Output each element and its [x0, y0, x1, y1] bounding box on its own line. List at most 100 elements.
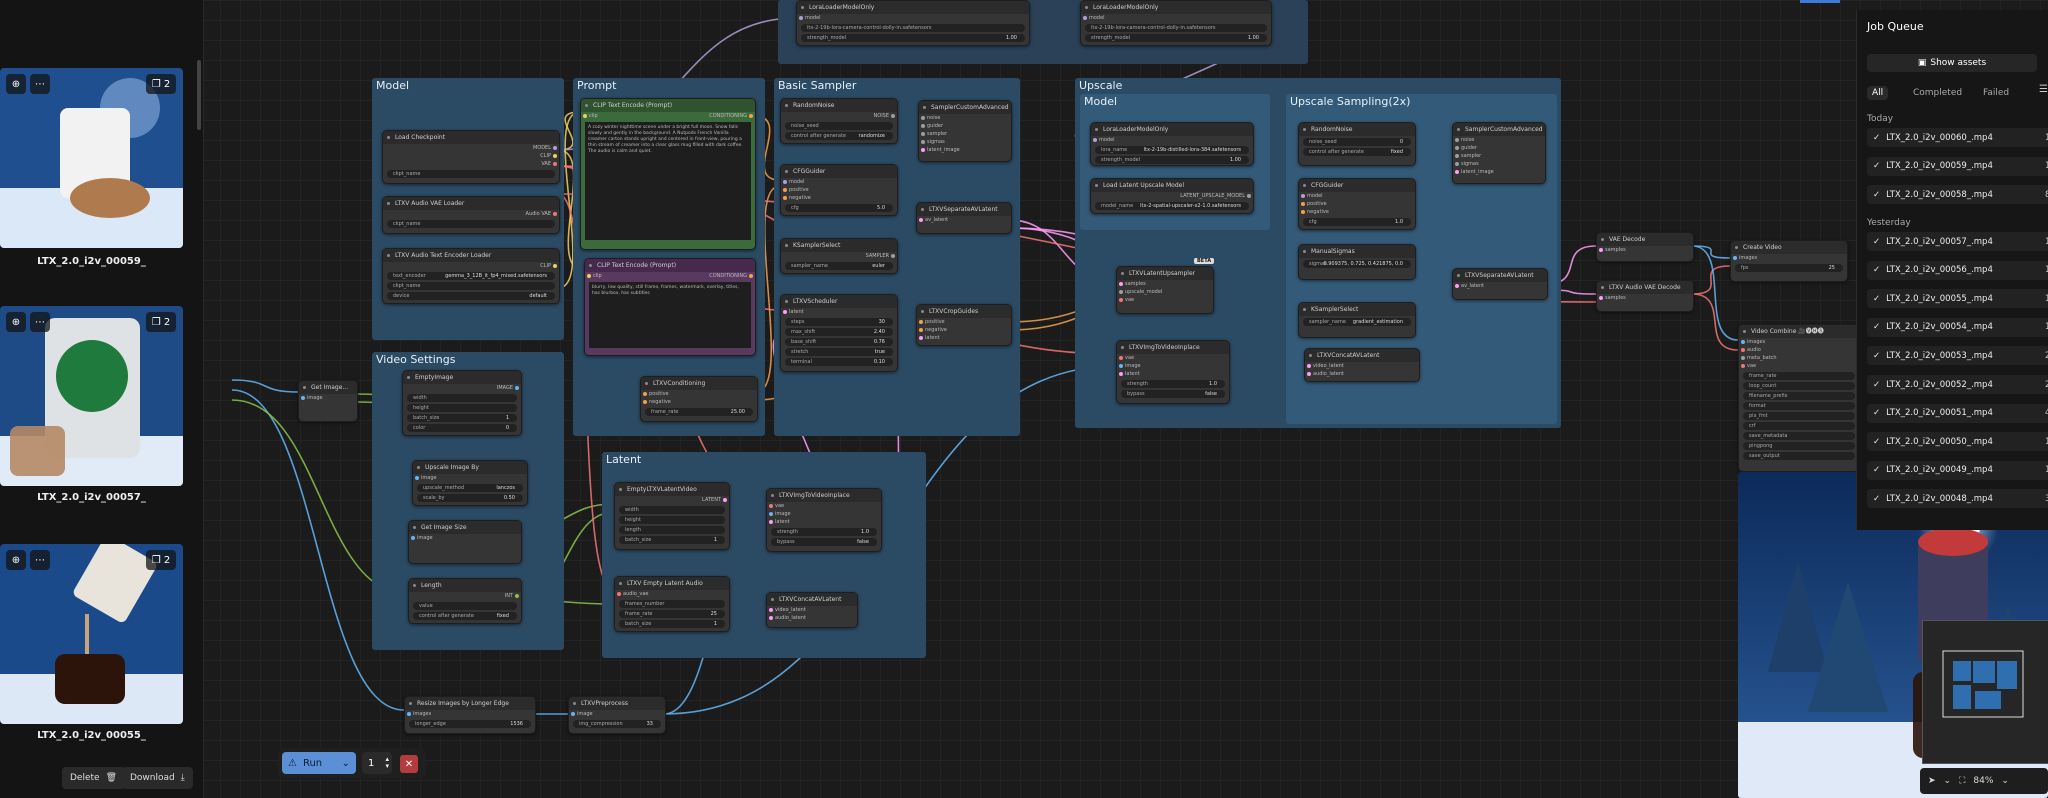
- widget-noise-seed[interactable]: noise_seed: [785, 122, 893, 130]
- node-resize-by-longer-edge[interactable]: Resize Images by Longer Edge images long…: [404, 696, 536, 734]
- port-image-out[interactable]: IMAGE: [403, 384, 521, 392]
- widget-save-output[interactable]: save_output: [1743, 452, 1855, 460]
- queue-item[interactable]: ✓LTX_2.0_i2v_00051_.mp4413: [1867, 403, 2048, 423]
- port-latent-image-in[interactable]: latent_image: [919, 146, 1011, 154]
- sidebar-scrollbar[interactable]: [197, 60, 201, 130]
- run-button[interactable]: ⚠ Run ⌄: [282, 752, 356, 774]
- select-tool-icon[interactable]: ➤: [1928, 776, 1936, 786]
- chevron-down-icon[interactable]: ⌄: [2001, 776, 2009, 786]
- node-separate-av-latent[interactable]: LTXVSeparateAVLatent av_latent: [916, 202, 1012, 234]
- port-negative-in[interactable]: negative: [641, 398, 757, 406]
- node-sampler-custom-advanced-2[interactable]: SamplerCustomAdvanced noise guider sampl…: [1452, 122, 1546, 184]
- chevron-down-icon[interactable]: ⌄: [1943, 776, 1952, 786]
- port-av-latent-in[interactable]: av_latent: [917, 216, 1011, 224]
- zoom-in-icon[interactable]: ⊕: [6, 74, 26, 94]
- port-meta-batch-in[interactable]: meta_batch: [1739, 354, 1859, 362]
- port-model-in[interactable]: model: [1299, 192, 1415, 200]
- port-video-latent-in[interactable]: video_latent: [1305, 362, 1419, 370]
- port-noise-in[interactable]: noise: [919, 114, 1011, 122]
- node-get-image-size[interactable]: Get Image Size image: [408, 520, 522, 564]
- widget-height[interactable]: height: [407, 404, 517, 412]
- widget-frame-rate[interactable]: frame_rate: [1743, 372, 1855, 380]
- node-video-combine[interactable]: Video Combine 🎥🅥🅗🅢 images audio meta_bat…: [1738, 324, 1860, 472]
- stack-count-badge[interactable]: ❐ 2: [146, 74, 176, 94]
- port-clip-out[interactable]: CLIP: [383, 152, 559, 160]
- port-image-in[interactable]: image: [413, 474, 527, 482]
- node-latent-upsampler[interactable]: LTXVLatentUpsampler samples upscale_mode…: [1116, 266, 1214, 314]
- queue-item[interactable]: ✓LTX_2.0_i2v_00053_.mp4236: [1867, 346, 2048, 366]
- port-images-in[interactable]: images: [405, 710, 535, 718]
- node-img-to-video-inplace-2[interactable]: LTXVImgToVideoInplace vae image latent s…: [1116, 340, 1230, 404]
- port-positive-in[interactable]: positive: [1299, 200, 1415, 208]
- node-crop-guides[interactable]: LTXVCropGuides positive negative latent: [916, 304, 1012, 346]
- widget-width[interactable]: width: [407, 394, 517, 402]
- node-load-checkpoint[interactable]: Load Checkpoint MODEL CLIP VAE ckpt_name: [382, 130, 560, 184]
- port-image-in[interactable]: image: [767, 510, 881, 518]
- port-guider-in[interactable]: guider: [919, 122, 1011, 130]
- port-model-in[interactable]: model: [1091, 136, 1253, 144]
- port-int-out[interactable]: INT: [409, 592, 521, 600]
- widget-ckpt-name[interactable]: ckpt_name: [387, 170, 555, 178]
- node-audio-text-encoder-loader[interactable]: LTXV Audio Text Encoder Loader CLIP text…: [382, 248, 560, 304]
- queue-item[interactable]: ✓LTX_2.0_i2v_00055_.mp4194: [1867, 289, 2048, 309]
- asset-thumbnail[interactable]: [0, 544, 183, 724]
- node-empty-latent-audio[interactable]: LTXV Empty Latent Audio audio_vae frames…: [614, 576, 730, 632]
- queue-item[interactable]: ✓LTX_2.0_i2v_00059_.mp41520: [1867, 156, 2048, 176]
- node-load-latent-upscale-model[interactable]: Load Latent Upscale Model LATENT_UPSCALE…: [1090, 178, 1254, 214]
- more-options-icon[interactable]: ⋯: [30, 74, 50, 94]
- port-av-latent-in[interactable]: av_latent: [1453, 282, 1547, 290]
- node-img-to-video-inplace[interactable]: LTXVImgToVideoInplace vae image latent s…: [766, 488, 882, 552]
- widget-filename-prefix[interactable]: filename_prefix: [1743, 392, 1855, 400]
- asset-thumbnail[interactable]: [0, 306, 183, 486]
- zoom-in-icon[interactable]: ⊕: [6, 550, 26, 570]
- show-assets-button[interactable]: ▣Show assets: [1867, 54, 2037, 72]
- port-negative-in[interactable]: negative: [1299, 208, 1415, 216]
- port-sampler-in[interactable]: sampler: [919, 130, 1011, 138]
- queue-item[interactable]: ✓LTX_2.0_i2v_00056_.mp4198: [1867, 260, 2048, 280]
- fit-view-icon[interactable]: ⛶: [1959, 776, 1966, 786]
- port-negative-in[interactable]: negative: [781, 194, 897, 202]
- port-guider-in[interactable]: guider: [1453, 144, 1545, 152]
- widget-loop-count[interactable]: loop_count: [1743, 382, 1855, 390]
- tab-completed[interactable]: Completed: [1913, 88, 1963, 98]
- port-image-in[interactable]: image: [569, 710, 665, 718]
- widget-height[interactable]: height: [619, 516, 725, 524]
- queue-item[interactable]: ✓LTX_2.0_i2v_00052_.mp4245: [1867, 375, 2048, 394]
- port-model-in[interactable]: model: [781, 178, 897, 186]
- widget-length[interactable]: length: [619, 526, 725, 534]
- port-samples-in[interactable]: samples: [1117, 280, 1213, 288]
- widget-value[interactable]: value: [413, 602, 517, 610]
- stack-count-badge[interactable]: ❐ 2: [146, 550, 176, 570]
- node-concat-av-latent-2[interactable]: LTXVConcatAVLatent video_latent audio_la…: [1304, 348, 1420, 382]
- queue-item[interactable]: ✓LTX_2.0_i2v_00060_.mp41514: [1867, 128, 2048, 147]
- port-upscale-model-in[interactable]: upscale_model: [1117, 288, 1213, 296]
- queue-item[interactable]: ✓LTX_2.0_i2v_00054_.mp4170: [1867, 317, 2048, 337]
- port-conditioning-out[interactable]: CONDITIONING: [581, 112, 755, 120]
- node-empty-image[interactable]: EmptyImage IMAGE width height batch_size…: [402, 370, 522, 436]
- batch-count-input[interactable]: 1▴▾: [362, 752, 392, 774]
- port-image-in[interactable]: image: [409, 534, 521, 542]
- port-model[interactable]: model: [797, 14, 1029, 22]
- port-video-latent-in[interactable]: video_latent: [767, 606, 857, 614]
